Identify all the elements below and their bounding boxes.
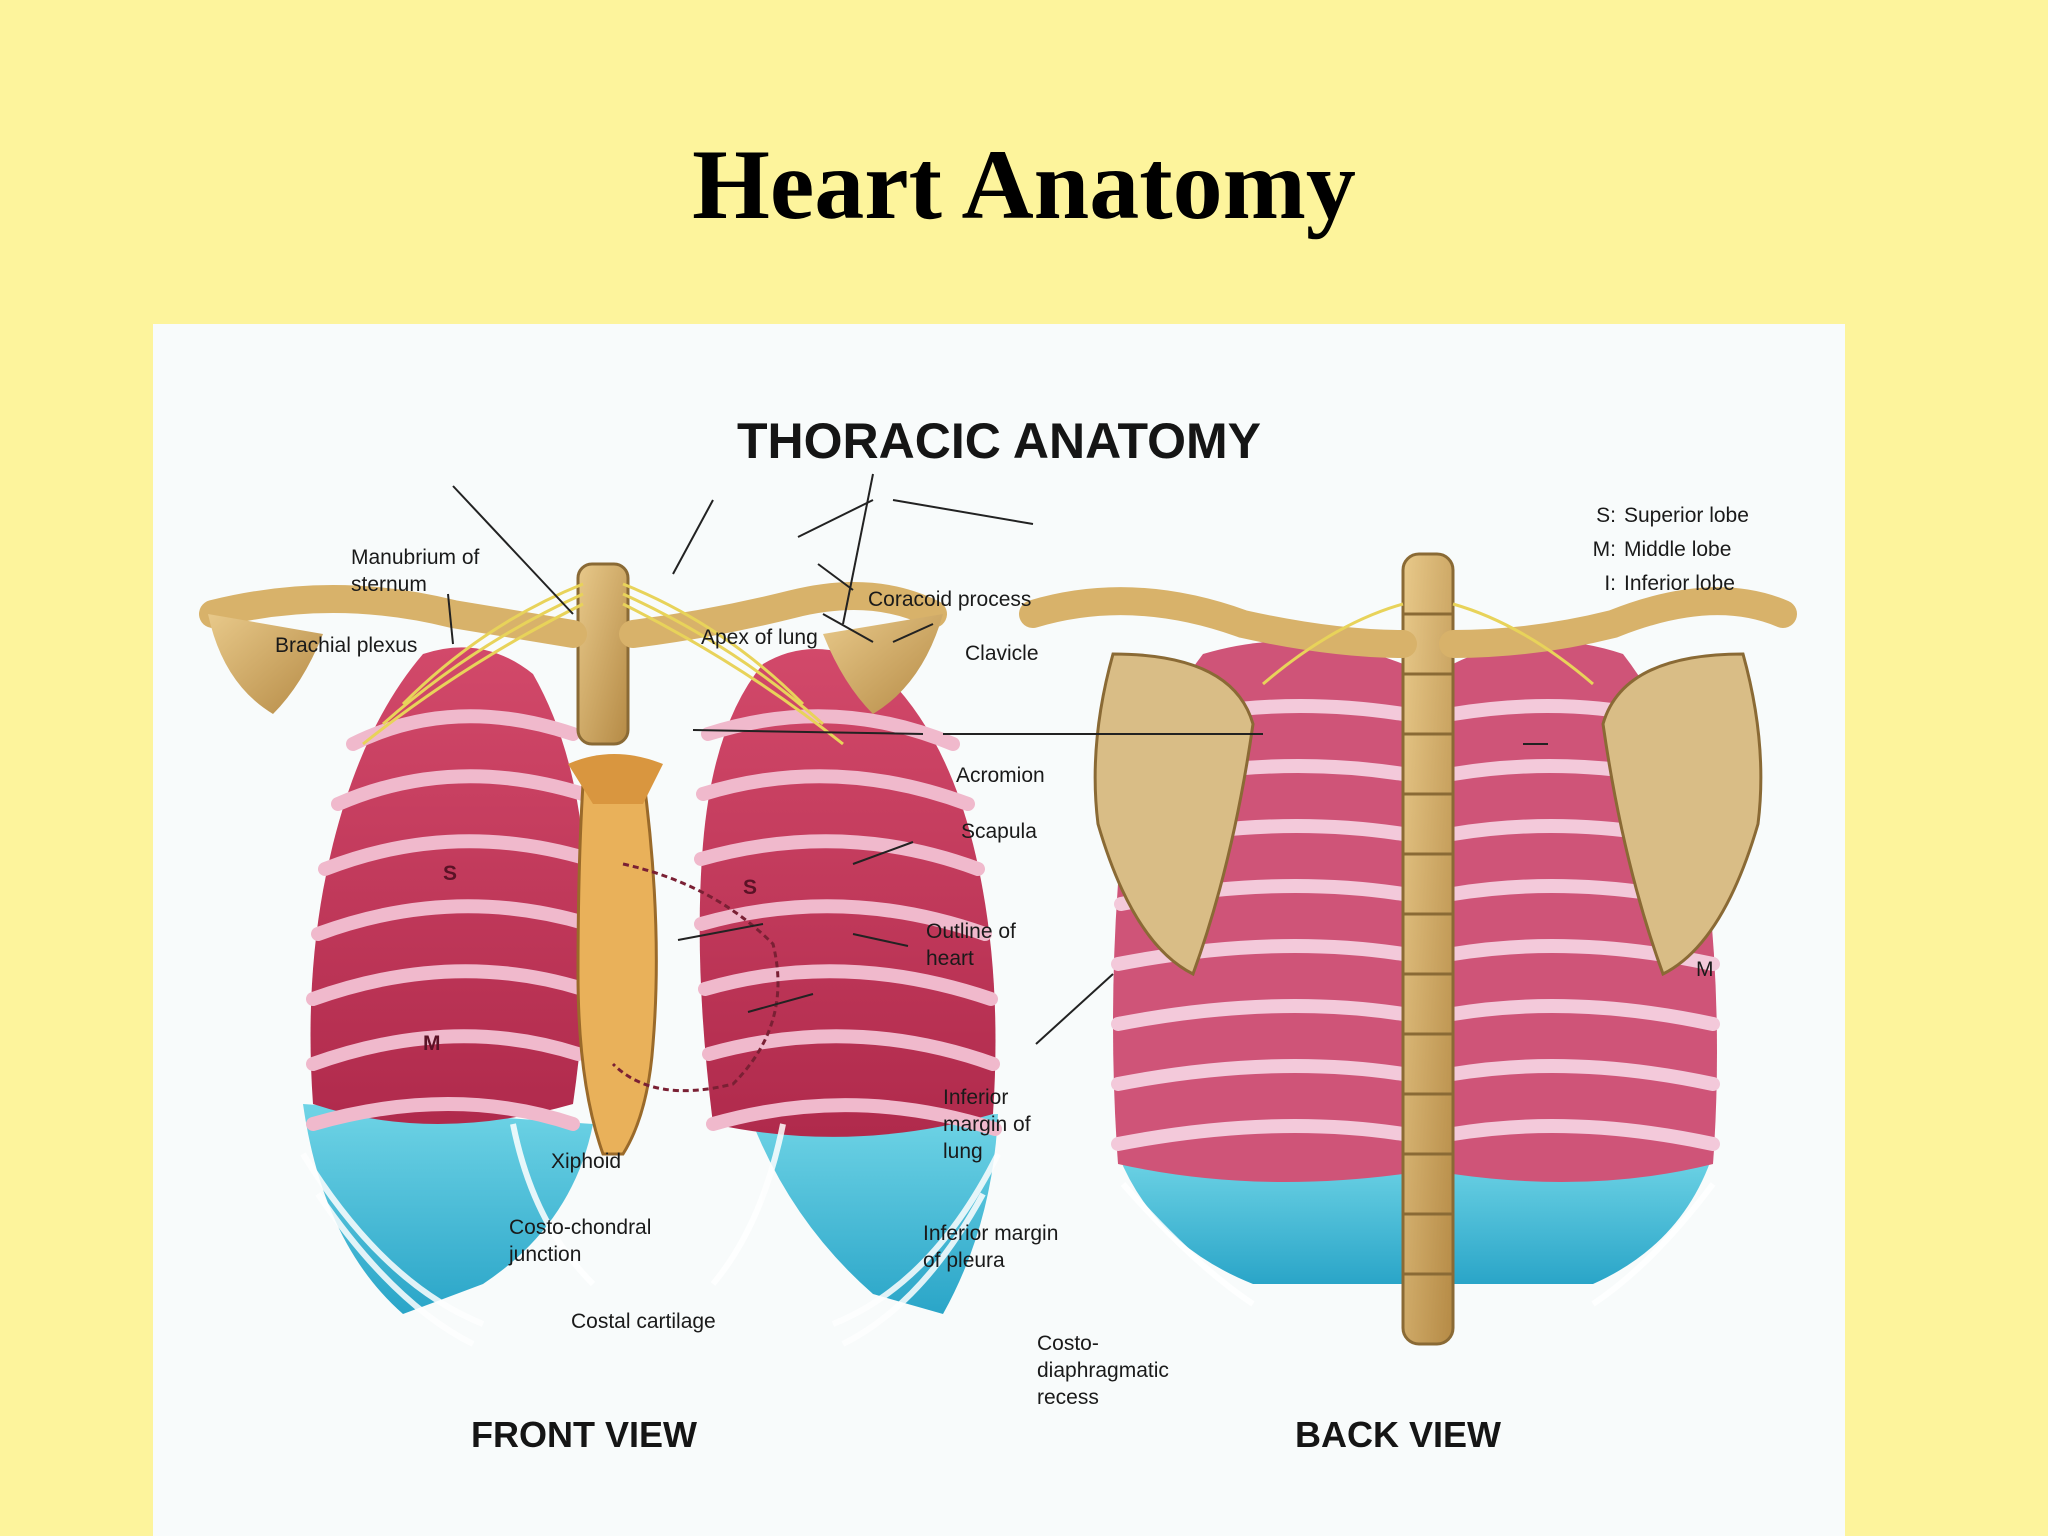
front-heart-outline (611, 862, 780, 1093)
label-costal-cartilage: Costal cartilage (571, 1310, 716, 1333)
label-acromion: Acromion (956, 764, 1045, 787)
lobe-legend: S: Superior lobe M: Middle lobe I: Infer… (1578, 499, 1749, 601)
figure-title: THORACIC ANATOMY (736, 413, 1262, 469)
front-shoulder-right (823, 614, 943, 714)
back-scapula-right (1601, 652, 1763, 977)
front-pleura-left (303, 1104, 593, 1314)
label-inferior-margin-lung: Inferior margin of lung (943, 1086, 1031, 1163)
front-lung-left (310, 647, 587, 1124)
label-outline-of-heart: Outline of heart (926, 920, 1016, 970)
label-inferior-margin-pleura: Inferior margin of pleura (923, 1222, 1059, 1272)
leader-lines (447, 473, 1548, 1045)
front-clavicle-left (199, 585, 587, 648)
lobe-mark-superior-right: S (743, 876, 758, 899)
label-xiphoid: Xiphoid (551, 1150, 622, 1173)
legend-key: M: (1592, 538, 1616, 561)
label-coracoid-process: Coracoid process (868, 588, 1032, 611)
front-shoulder-left (208, 614, 323, 714)
lobe-mark-superior-left: S (443, 862, 458, 885)
back-clavicle-left (1019, 587, 1417, 658)
label-apex-of-lung: Apex of lung (701, 626, 818, 649)
label-costo-diaphragmatic: Costo- diaphragmatic recess (1037, 1332, 1169, 1409)
label-manubrium: Manubrium of sternum (351, 546, 480, 596)
back-nerves (1262, 602, 1594, 686)
legend-row: M: Middle lobe (1578, 533, 1749, 567)
back-clavicle-right (1439, 587, 1797, 658)
label-scapula: Scapula (961, 820, 1037, 843)
legend-key: I: (1604, 572, 1616, 595)
label-costo-chondral: Costo-chondral junction (509, 1216, 652, 1266)
front-ribs (306, 709, 1002, 1136)
anatomy-illustration (199, 473, 1797, 1347)
front-manubrium (568, 754, 663, 804)
legend-text: Middle lobe (1624, 538, 1732, 561)
back-view (1019, 552, 1797, 1346)
front-sternum (576, 772, 658, 1156)
back-vertebra-lines (1403, 612, 1453, 1276)
label-brachial-plexus: Brachial plexus (275, 634, 418, 657)
slide-title: Heart Anatomy (692, 129, 1356, 240)
back-lower-ribs (1120, 1182, 1716, 1307)
front-lower-ribs (300, 1123, 1001, 1347)
label-middle-lobe-marker: M (1696, 958, 1714, 981)
legend-text: Inferior lobe (1624, 572, 1735, 595)
back-view-caption: BACK VIEW (1295, 1414, 1501, 1455)
legend-row: I: Inferior lobe (1578, 567, 1749, 601)
front-view (199, 562, 1002, 1347)
front-cervical-spine (576, 562, 630, 746)
back-spine (1401, 552, 1455, 1346)
label-clavicle: Clavicle (965, 642, 1039, 665)
legend-text: Superior lobe (1624, 504, 1749, 527)
thoracic-anatomy-figure: THORACIC ANATOMY S: Superior lobe M: Mid… (153, 324, 1845, 1536)
legend-key: S: (1596, 504, 1616, 527)
front-clavicle-right (619, 582, 947, 648)
front-view-caption: FRONT VIEW (471, 1414, 697, 1455)
front-brachial-plexus (362, 582, 844, 746)
lobe-mark-middle-left: M (423, 1032, 441, 1055)
legend-row: S: Superior lobe (1578, 499, 1749, 533)
